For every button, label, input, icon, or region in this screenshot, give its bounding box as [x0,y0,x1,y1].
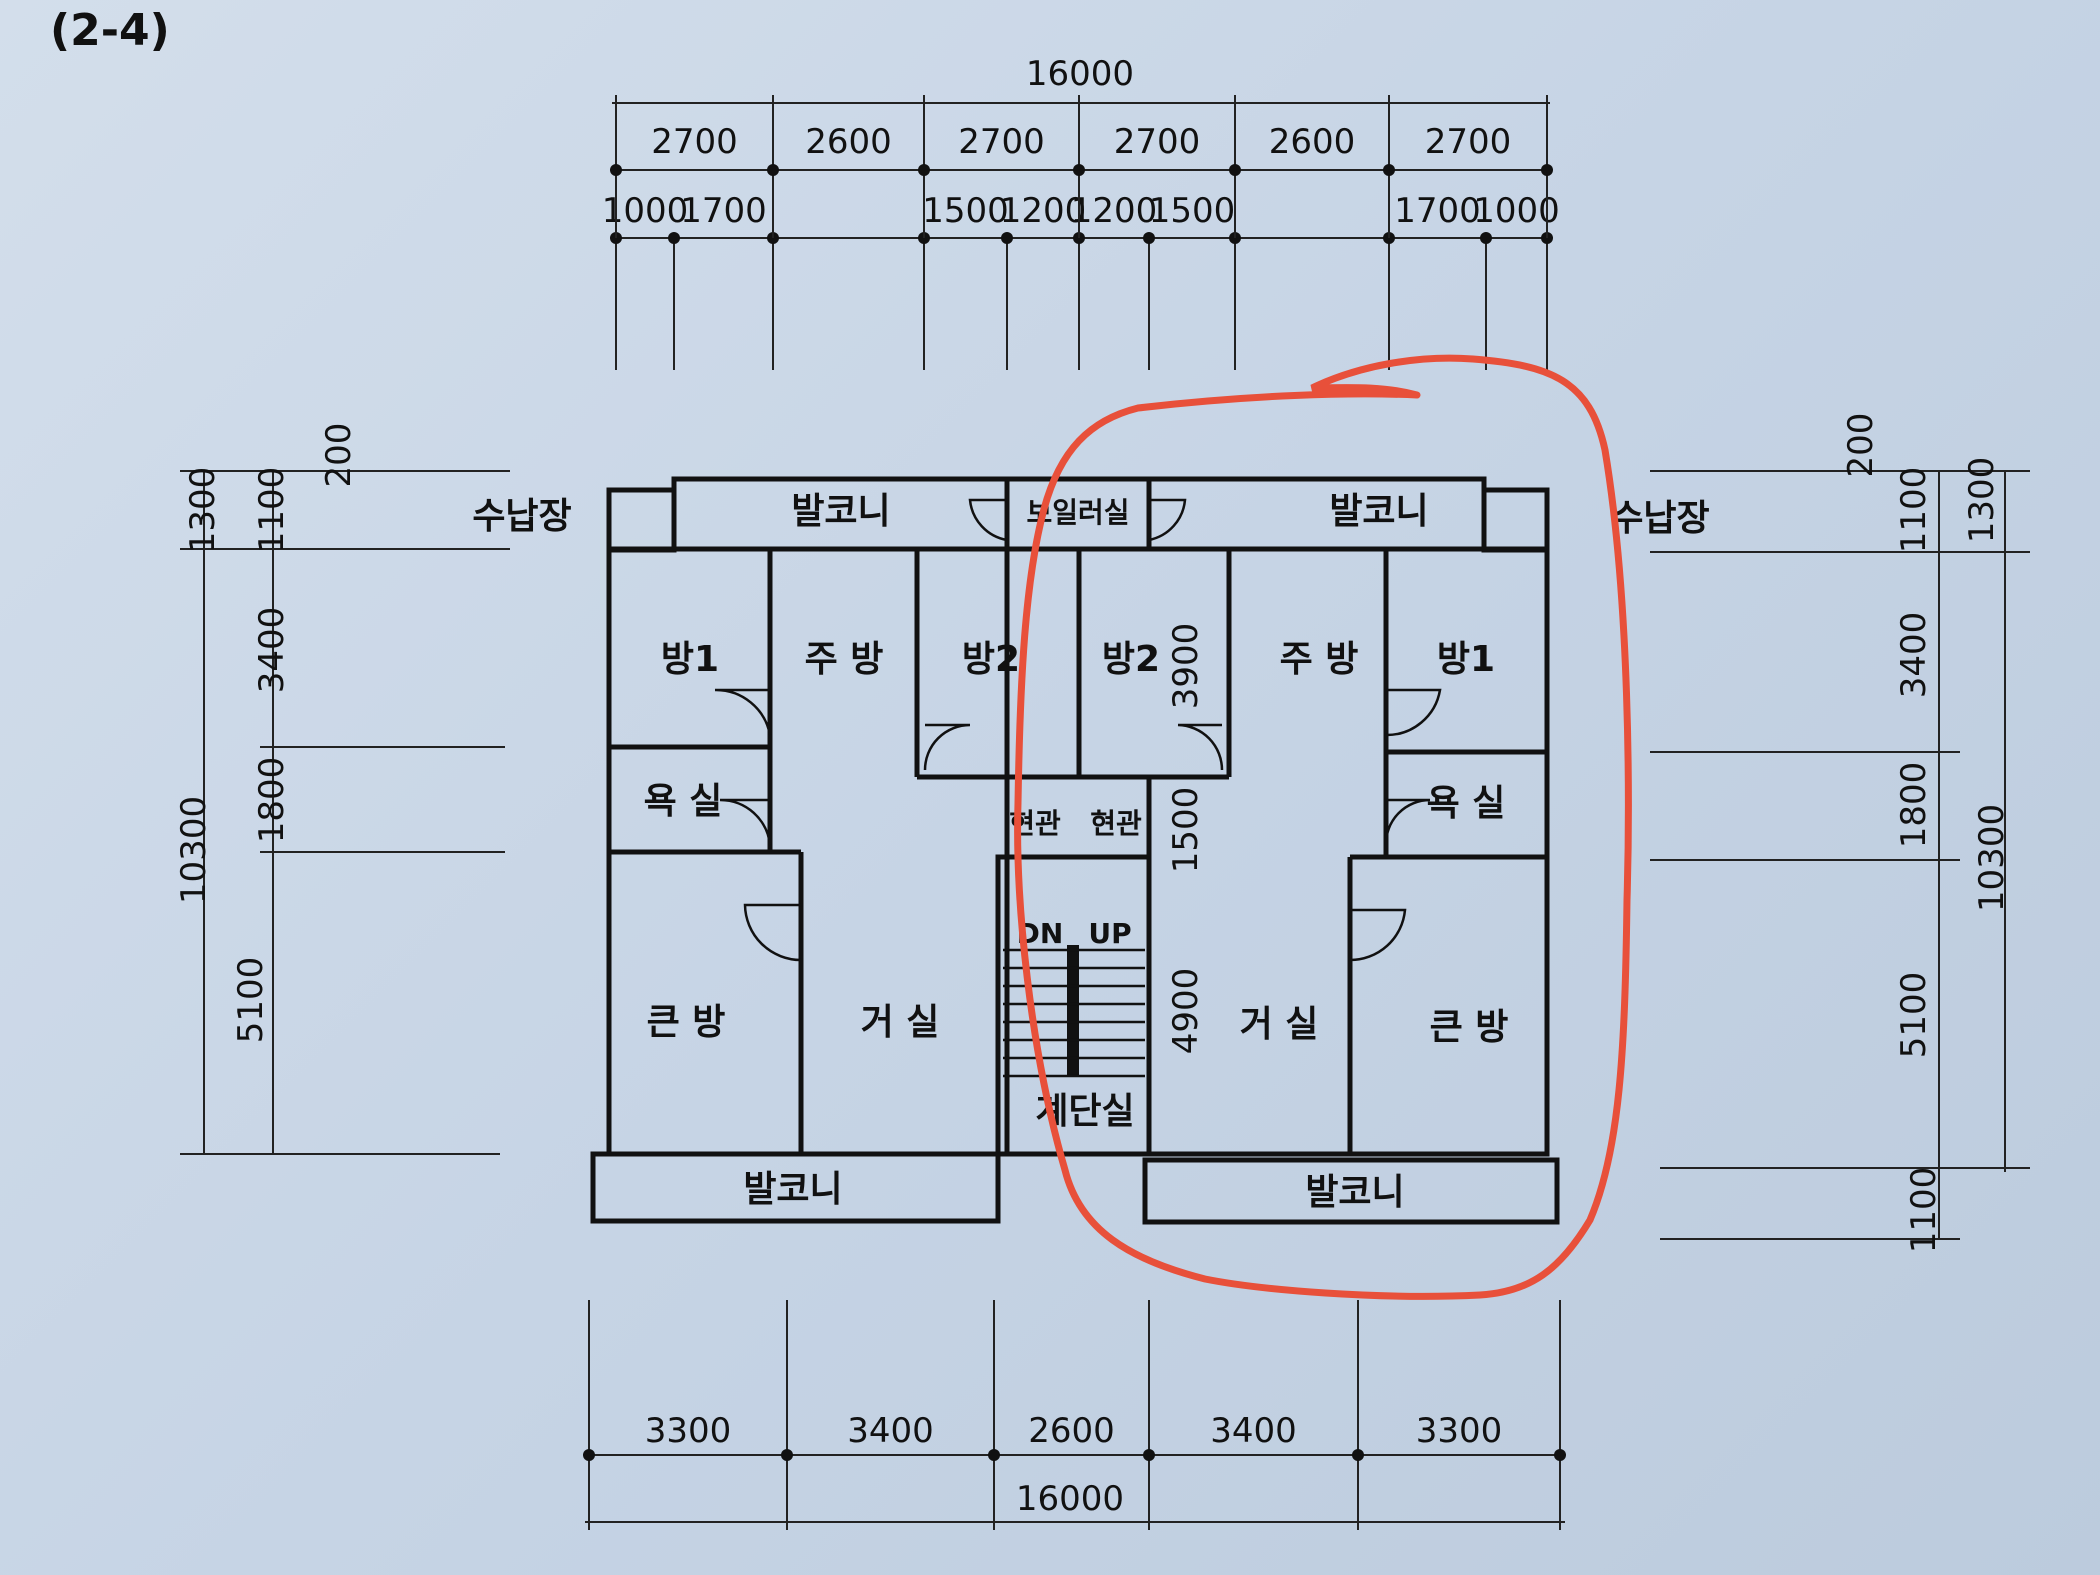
right-dim-1300: 1300 [1962,457,2002,544]
right-dim-1100-bottom: 1100 [1904,1167,1944,1254]
bottom-total-dim: 16000 [1016,1479,1124,1519]
label-master-right: 큰 방 [1430,1007,1509,1048]
dim-tick [1554,1449,1566,1461]
top-dim-row2: 1500 [922,191,1009,231]
bottom-dim: 3400 [1210,1411,1297,1451]
right-dim-1800: 1800 [1894,762,1934,849]
dim-tick [583,1449,595,1461]
interior-dim-3900: 3900 [1166,623,1206,710]
label-room2-left: 방2 [962,639,1020,680]
top-dim-row2: 1500 [1149,191,1236,231]
bottom-dim: 3300 [1416,1411,1503,1451]
left-dim-1100: 1100 [252,467,292,554]
label-room1-right: 방1 [1437,639,1495,680]
label-room2-right: 방2 [1102,639,1160,680]
right-dimensions: 200 1100 1300 3400 1800 5100 1100 10300 [1650,413,2030,1254]
right-dim-1100: 1100 [1894,467,1934,554]
left-dim-5100: 5100 [231,957,271,1044]
top-dim-row1: 2600 [1269,122,1356,162]
right-dim-10300: 10300 [1972,804,2012,912]
right-dim-200: 200 [1841,413,1881,478]
bottom-dim: 3300 [645,1411,732,1451]
label-living-left: 거 실 [861,1002,940,1043]
top-dim-row1: 2700 [1114,122,1201,162]
top-dim-row1: 2700 [958,122,1045,162]
right-dim-5100: 5100 [1894,972,1934,1059]
dim-tick [1229,164,1241,176]
left-dim-1800: 1800 [252,757,292,844]
label-bath-left: 욕 실 [644,781,723,822]
label-entry-right: 현관 [1090,807,1142,840]
bottom-dim: 2600 [1028,1411,1115,1451]
top-dim-row1: 2700 [651,122,738,162]
top-dim-row1: 2700 [1425,122,1512,162]
dim-tick [1383,164,1395,176]
top-dim-row2: 1700 [1394,191,1481,231]
left-dim-3400: 3400 [252,607,292,694]
top-dim-row1: 2600 [805,122,892,162]
top-dim-row2: 1700 [680,191,767,231]
top-total-dim: 16000 [1026,54,1134,94]
left-dim-200: 200 [319,423,359,488]
dim-tick [610,164,622,176]
label-kitchen-right: 주 방 [1280,639,1359,680]
label-living-right: 거 실 [1240,1004,1319,1045]
dim-tick [988,1449,1000,1461]
doors [714,498,1442,962]
label-balcony-bottom-left: 발코니 [743,1169,842,1210]
top-dim-row2: 1200 [1000,191,1087,231]
label-balcony-top-left: 발코니 [791,491,890,532]
left-dimensions: 1300 1100 200 3400 1800 5100 10300 [174,423,510,1155]
label-balcony-top-right: 발코니 [1329,491,1428,532]
interior-dim-4900: 4900 [1166,968,1206,1055]
bottom-dim: 3400 [847,1411,934,1451]
label-room1-left: 방1 [661,639,719,680]
left-dim-10300: 10300 [174,796,214,904]
top-dim-row2: 1000 [1473,191,1560,231]
dim-tick [918,164,930,176]
dim-tick [1001,232,1013,244]
bottom-dimensions: 16000 3300 3400 2600 3400 3300 [583,1300,1566,1530]
label-master-left: 큰 방 [647,1002,726,1043]
top-dim-row2: 1200 [1071,191,1158,231]
dim-tick [668,232,680,244]
dim-tick [1352,1449,1364,1461]
dim-tick [781,1449,793,1461]
dim-tick [1480,232,1492,244]
dim-tick [1073,164,1085,176]
dim-tick [767,164,779,176]
label-storage-right: 수납장 [1610,498,1709,539]
interior-dim-1500: 1500 [1166,787,1206,874]
top-dim-row2: 1000 [602,191,689,231]
label-kitchen-left: 주 방 [805,639,884,680]
dim-tick [1541,164,1553,176]
dim-tick [1143,232,1155,244]
sheet-label: (2-4) [50,5,170,56]
label-stair-up: UP [1088,917,1131,950]
label-balcony-bottom-right: 발코니 [1305,1172,1404,1213]
red-annotation-circle [1014,354,1632,1300]
dim-tick [1143,1449,1155,1461]
walls [590,476,1560,1225]
right-dim-3400: 3400 [1894,612,1934,699]
label-bath-right: 욕 실 [1427,783,1506,824]
label-storage-left: 수납장 [472,496,571,537]
left-dim-1300: 1300 [183,467,223,554]
